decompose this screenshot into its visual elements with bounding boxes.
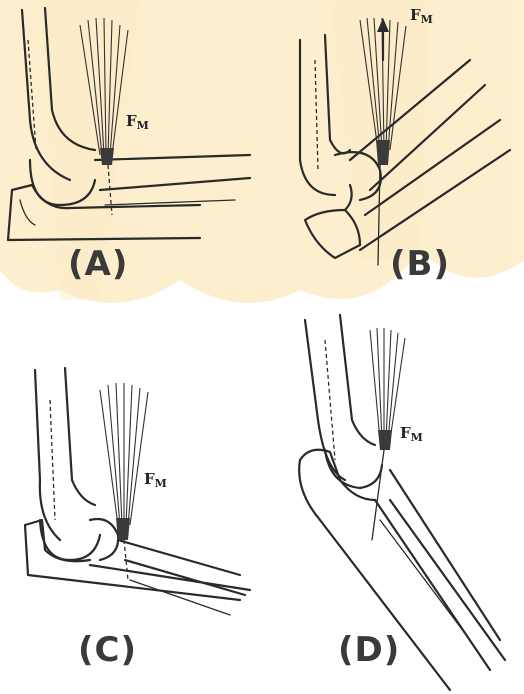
panel-d-drawing [299,315,505,690]
force-label-b: FM [410,6,433,26]
panel-b-label: (B) [390,244,450,284]
force-label-d: FM [400,424,423,444]
panel-c-label: (C) [78,630,137,670]
panel-a-label: (A) [68,244,128,284]
force-label-a: FM [126,112,149,132]
force-label-c: FM [144,470,167,490]
panel-c-drawing [25,368,250,615]
panel-d-label: (D) [338,630,400,670]
